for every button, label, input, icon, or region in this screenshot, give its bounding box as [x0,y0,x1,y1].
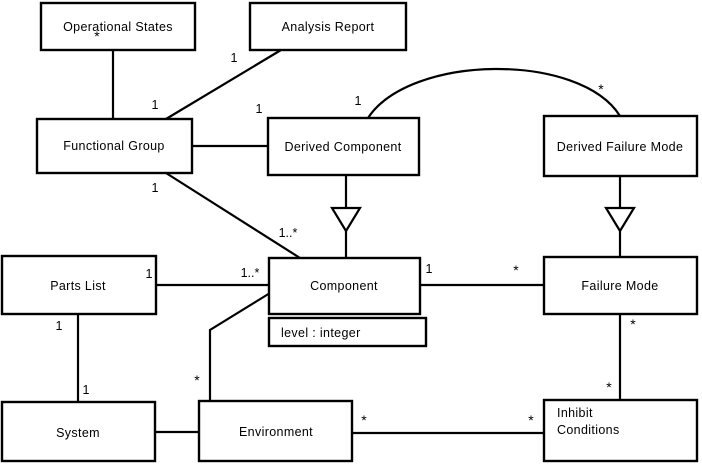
assoc-functional-group-analysis-report[interactable] [165,49,282,120]
class-name-functional-group: Functional Group [63,139,165,153]
multiplicity-label: 1..* [241,266,260,280]
multiplicity-label: 1 [426,262,433,276]
multiplicity-label: 1 [146,267,153,281]
multiplicity-label: 1 [152,98,159,112]
multiplicity-label: * [513,262,519,278]
generalization-derived-failure-mode-to-failure-mode[interactable] [604,176,636,257]
multiplicity-label: 1 [56,319,63,333]
generalization-links [330,175,636,258]
multiplicity-label: * [606,379,612,395]
assoc-derived-component-derived-failure-mode[interactable] [367,67,621,119]
multiplicity-label: * [361,412,367,428]
multiplicity-label: * [598,81,604,97]
assoc-component-environment[interactable] [208,292,271,401]
class-name-parts-list: Parts List [50,279,106,293]
class-derived-failure-mode[interactable]: Derived Failure Mode [542,114,699,178]
multiplicity-label: 1 [152,181,159,195]
multiplicity-label: 1..* [279,226,298,240]
multiplicity-label: 1 [256,102,263,116]
component-attribute-compartment [267,316,428,348]
multiplicity-label: * [194,372,200,388]
multiplicity-label: * [94,28,100,44]
class-operational-states[interactable]: Operational States [39,1,197,52]
class-parts-list[interactable]: Parts List [0,254,158,316]
assoc-functional-group-component[interactable] [165,172,301,259]
class-name-component: Component [310,279,378,293]
class-name-derived-failure-mode: Derived Failure Mode [557,140,684,154]
multiplicity-label: 1 [83,383,90,397]
generalization-derived-component-to-component[interactable] [330,175,362,258]
class-inhibit-conditions[interactable]: Inhibit Conditions [542,398,699,463]
class-name-derived-component: Derived Component [284,140,401,154]
multiplicity-label: 1 [231,51,238,65]
multiplicity-label: * [630,316,636,332]
class-analysis-report[interactable]: Analysis Report [248,1,408,52]
class-name-inhibit-conditions-line1: Inhibit [557,406,593,420]
multiplicity-label: * [528,412,534,428]
multiplicity-labels: * 1 1 1 1 * 1 1..* 1 1..* 1 * 1 1 * * * … [56,28,637,428]
class-name-inhibit-conditions-line2: Conditions [557,423,620,437]
class-failure-mode[interactable]: Failure Mode [542,255,699,316]
class-name-environment: Environment [239,425,313,439]
class-name-operational-states: Operational States [63,20,173,34]
component-attribute-level: level : integer [281,326,361,340]
class-system[interactable]: System [0,400,157,463]
class-component[interactable]: Component level : integer [267,256,428,348]
class-name-failure-mode: Failure Mode [581,279,658,293]
class-name-system: System [56,426,100,440]
association-lines [76,49,622,435]
class-functional-group[interactable]: Functional Group [35,117,194,175]
multiplicity-label: 1 [355,94,362,108]
class-name-analysis-report: Analysis Report [282,20,375,34]
class-derived-component[interactable]: Derived Component [266,116,421,177]
class-environment[interactable]: Environment [197,399,354,463]
